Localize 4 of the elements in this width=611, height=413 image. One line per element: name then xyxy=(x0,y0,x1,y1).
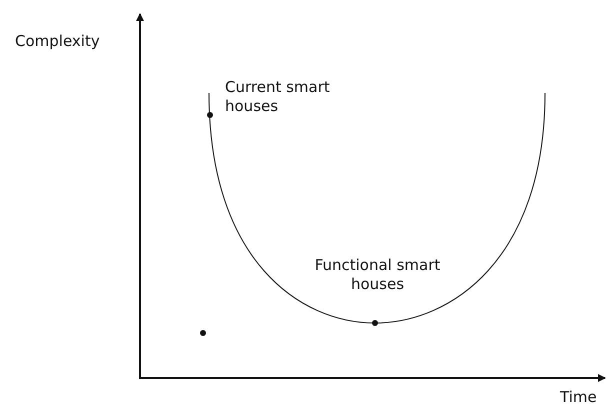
point-label: Current smart houses xyxy=(225,78,331,116)
point-label: Functional smart houses xyxy=(314,256,442,294)
axis-title: Time xyxy=(560,388,598,407)
axis-title: Complexity xyxy=(15,32,101,51)
